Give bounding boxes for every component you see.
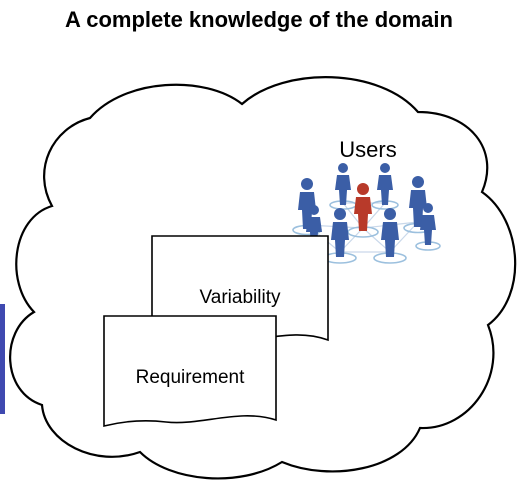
person-icon — [298, 178, 316, 229]
person-icon — [409, 176, 427, 227]
person-icon — [306, 205, 322, 247]
person-icon — [331, 208, 349, 257]
users-network-icon — [292, 163, 441, 264]
person-icon — [420, 203, 436, 245]
requirement-label: Requirement — [136, 367, 245, 388]
person-icon — [354, 183, 372, 231]
users-label: Users — [339, 137, 396, 162]
person-icon — [381, 208, 399, 257]
person-icon — [335, 163, 351, 205]
variability-label: Variability — [200, 287, 281, 308]
side-bar — [0, 304, 5, 414]
person-icon — [377, 163, 393, 205]
diagram-title: A complete knowledge of the domain — [65, 7, 453, 32]
requirement-document — [103, 315, 277, 428]
